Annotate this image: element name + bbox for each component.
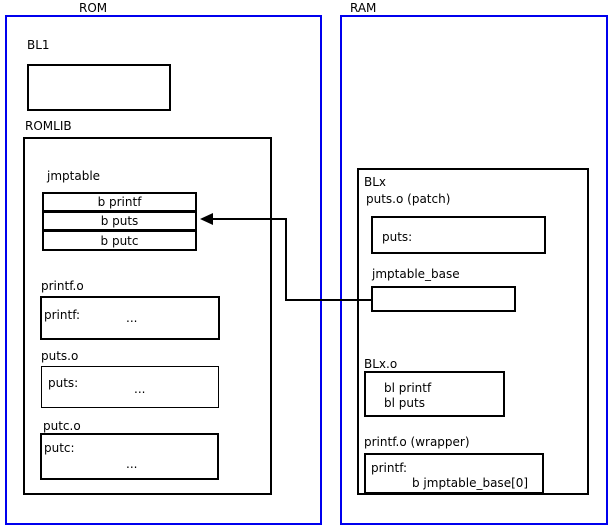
puts-patch-label: puts.o (patch): [366, 192, 451, 206]
rom-puts-symbol: puts:: [48, 376, 79, 390]
jmptable-base-box: [371, 286, 516, 312]
printf-wrapper-box: printf: b jmptable_base[0]: [364, 453, 544, 494]
blx-o-label: BLx.o: [364, 357, 398, 371]
rom-putc-symbol: putc:: [44, 441, 75, 455]
printf-wrapper-symbol: printf:: [371, 461, 408, 475]
rom-putc-o-box: putc: ...: [40, 433, 219, 480]
romlib-label: ROMLIB: [25, 119, 72, 133]
jmptable-entry-putc: b putc: [42, 230, 197, 251]
jmptable-entry-printf: b printf: [42, 192, 197, 212]
puts-patch-box: puts:: [371, 216, 546, 254]
rom-printf-body: ...: [126, 311, 138, 325]
jmptable-label: jmptable: [47, 169, 101, 183]
printf-wrapper-instruction: b jmptable_base[0]: [412, 476, 529, 490]
bl1-label: BL1: [27, 38, 50, 52]
bl1-box: [27, 64, 171, 111]
rom-printf-o-box: printf: ...: [40, 296, 220, 340]
puts-patch-symbol: puts:: [382, 230, 413, 244]
rom-putc-body: ...: [126, 457, 138, 471]
rom-printf-o-label: printf.o: [41, 279, 84, 293]
rom-puts-o-box: puts: ...: [41, 366, 219, 408]
jmptable-entry-puts: b puts: [42, 211, 197, 231]
rom-puts-o-label: puts.o: [41, 349, 79, 363]
rom-region-label: ROM: [79, 1, 108, 15]
printf-wrapper-label: printf.o (wrapper): [364, 435, 470, 449]
rom-printf-symbol: printf:: [44, 308, 81, 322]
blx-label: BLx: [364, 175, 387, 189]
blx-o-line-bl-puts: bl puts: [384, 396, 425, 410]
ram-region-label: RAM: [350, 1, 377, 15]
rom-puts-body: ...: [134, 382, 146, 396]
blx-o-box: bl printf bl puts: [364, 371, 505, 417]
blx-o-line-bl-printf: bl printf: [384, 381, 432, 395]
jmptable-base-label: jmptable_base: [372, 267, 460, 281]
rom-putc-o-label: putc.o: [43, 419, 81, 433]
